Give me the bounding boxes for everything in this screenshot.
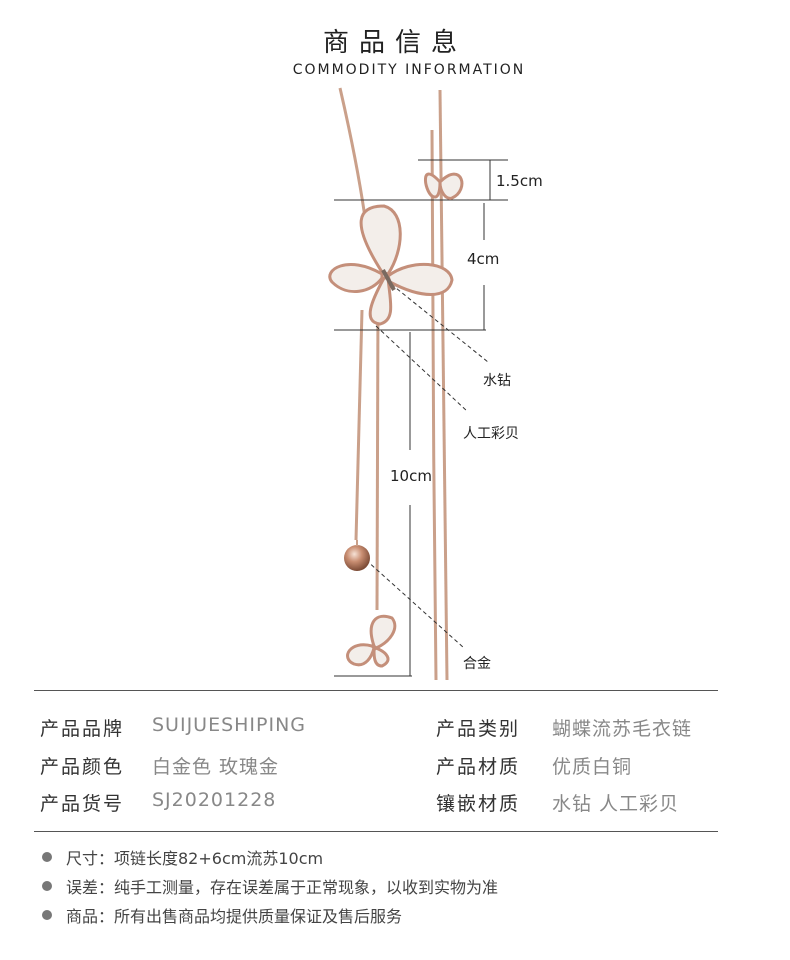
spec-brand-value: SUIJUESHIPING: [152, 714, 307, 736]
product-figure: [328, 87, 508, 681]
spec-sku-label: 产品货号: [40, 793, 125, 815]
callout-leaders: [365, 279, 489, 649]
note-error: 误差：纯手工测量，存在误差属于正常现象，以收到实物为准: [42, 874, 498, 898]
note-product: 商品：所有出售商品均提供质量保证及售后服务: [42, 903, 402, 927]
note-error-text: 误差：纯手工测量，存在误差属于正常现象，以收到实物为准: [66, 878, 499, 897]
bullet-icon: [42, 852, 52, 862]
dimension-label-tassel: 10cm: [390, 467, 432, 485]
spec-color-value: 白金色 玫瑰金: [152, 756, 280, 778]
callout-alloy: 合金: [463, 656, 491, 672]
spec-material-value: 优质白铜: [552, 756, 633, 778]
dimension-lines: [334, 159, 508, 677]
chain-right-outer: [438, 89, 449, 681]
bullet-icon: [42, 881, 52, 891]
spec-inlay-value: 水钻 人工彩贝: [552, 793, 680, 815]
spec-material-label: 产品材质: [436, 756, 521, 778]
note-size: 尺寸：项链长度82+6cm流苏10cm: [42, 845, 323, 869]
spec-color-label: 产品颜色: [40, 756, 125, 778]
rose-gold-bead-icon: [344, 545, 370, 571]
small-butterfly-icon: [423, 172, 464, 200]
tassel-chain-right: [375, 299, 380, 611]
divider-bottom: [34, 831, 718, 832]
spec-inlay-label: 镶嵌材质: [436, 793, 521, 815]
spec-category-value: 蝴蝶流苏毛衣链: [552, 718, 693, 740]
main-butterfly-icon: [328, 204, 454, 326]
page-subtitle: COMMODITY INFORMATION: [292, 62, 526, 78]
page-title: 商品信息: [322, 28, 467, 58]
bottom-butterfly-icon: [346, 614, 397, 668]
tassel-chain-left: [354, 309, 364, 541]
callout-rhinestone: 水钻: [483, 373, 511, 389]
spec-brand-label: 产品品牌: [40, 718, 125, 740]
spec-category-label: 产品类别: [436, 718, 521, 740]
spec-sku-value: SJ20201228: [152, 789, 277, 811]
divider-top: [34, 690, 718, 691]
note-size-text: 尺寸：项链长度82+6cm流苏10cm: [66, 849, 324, 868]
chain-right-inner: [430, 129, 438, 681]
dimension-label-main: 4cm: [467, 250, 500, 268]
callout-shell: 人工彩贝: [463, 426, 519, 442]
dimension-label-top: 1.5cm: [496, 172, 543, 190]
bullet-icon: [42, 910, 52, 920]
note-product-text: 商品：所有出售商品均提供质量保证及售后服务: [66, 907, 403, 926]
